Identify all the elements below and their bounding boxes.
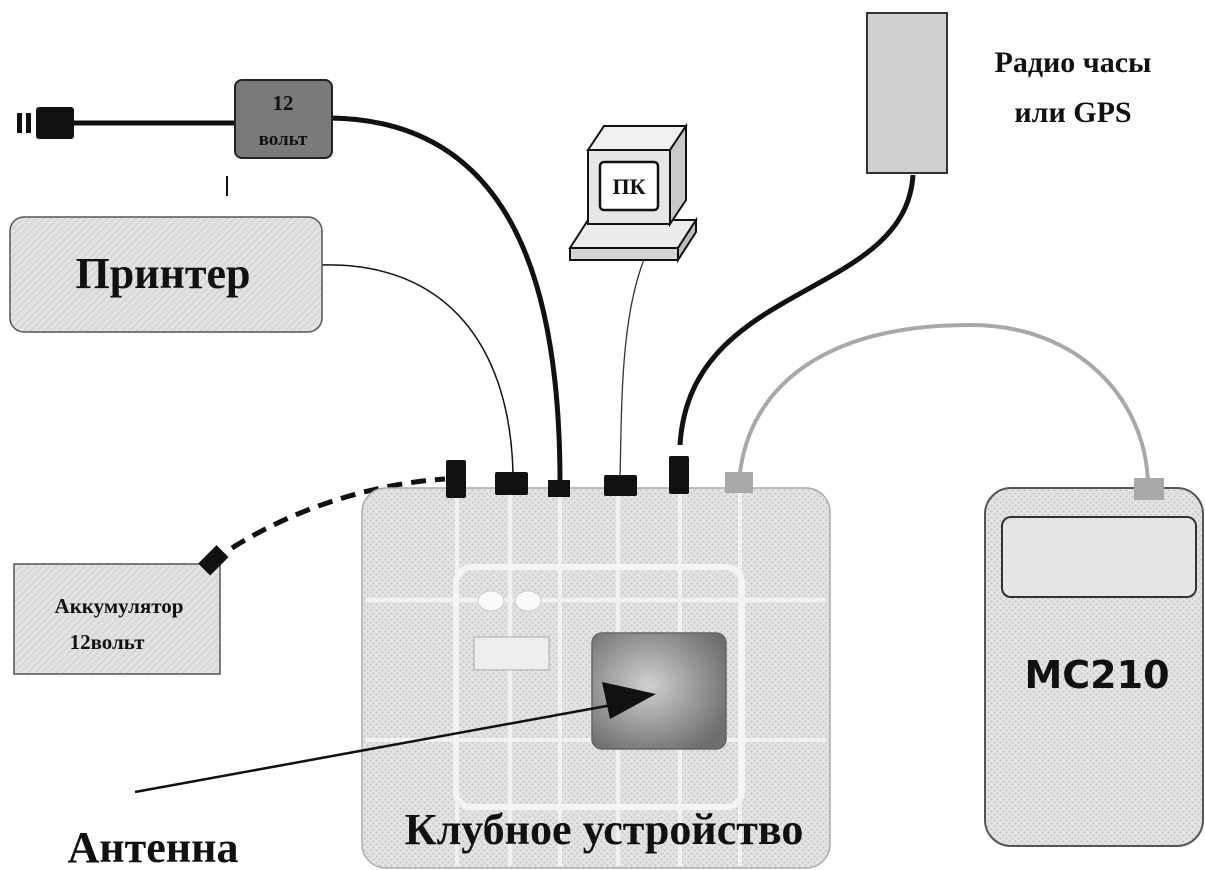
antenna-pointer — [134, 682, 656, 794]
club-device-label: Клубное устройство — [405, 805, 804, 854]
antenna-label: Антенна — [68, 823, 239, 870]
port-printer — [495, 472, 528, 495]
printer-label: Принтер — [75, 249, 250, 298]
battery-cable — [230, 476, 446, 551]
mc210-screen — [1001, 516, 1197, 598]
pc-label: ПК — [612, 174, 645, 199]
battery: Аккумулятор 12вольт — [13, 545, 229, 675]
mc210-label: MC210 — [1024, 653, 1169, 697]
port-gps — [669, 456, 689, 494]
mc210-device: MC210 — [984, 478, 1204, 847]
printer-cable — [321, 264, 514, 474]
power-supply: 12 вольт — [234, 79, 333, 159]
mc210-cable — [738, 322, 1150, 483]
printer: Принтер — [9, 216, 323, 333]
port-battery — [446, 460, 466, 498]
pc-cable — [619, 239, 654, 478]
psu-to-device-cable — [329, 115, 563, 484]
led-right-icon — [514, 590, 542, 612]
port-pc — [604, 475, 637, 496]
battery-label-line2: 12вольт — [70, 630, 146, 654]
gps-label-line1: Радио часы — [995, 46, 1152, 79]
port-psu — [548, 480, 570, 497]
psu-label-line2: вольт — [259, 129, 308, 150]
device-display — [473, 636, 550, 671]
battery-connector — [198, 545, 229, 576]
arrow-head-icon — [602, 682, 656, 719]
led-left-icon — [477, 590, 505, 612]
battery-label-line1: Аккумулятор — [55, 594, 184, 618]
mc210-port — [1134, 478, 1164, 500]
gps-receiver: Радио часы или GPS — [866, 12, 1152, 174]
mains-plug-icon — [17, 107, 74, 139]
gps-cable — [677, 174, 916, 446]
port-mc210 — [725, 472, 753, 493]
psu-label-line1: 12 — [273, 91, 294, 115]
club-device: Клубное устройство — [361, 456, 831, 869]
gps-label-line2: или GPS — [1014, 96, 1131, 129]
pc-icon: ПК — [568, 122, 698, 264]
antenna-area — [591, 632, 727, 750]
